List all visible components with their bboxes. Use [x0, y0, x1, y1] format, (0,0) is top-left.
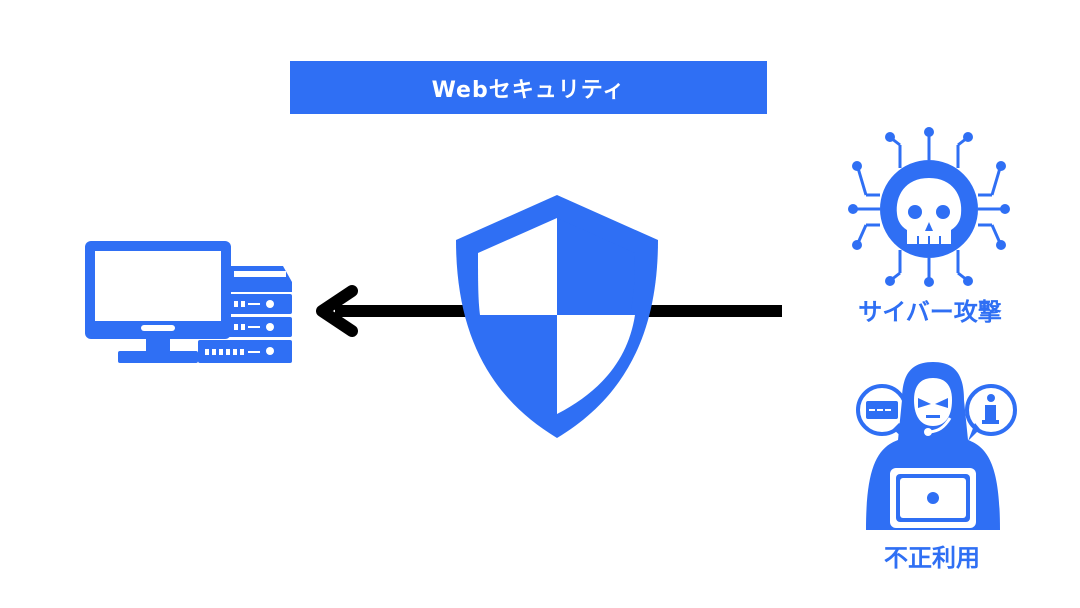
diagram-title: Webセキュリティ [431, 77, 626, 103]
cyber-attack-label: サイバー攻撃 [858, 298, 1002, 326]
computer-server-icon [85, 241, 292, 363]
title-banner: Webセキュリティ [290, 61, 767, 114]
skull-chip-icon [848, 127, 1010, 287]
hacker-icon [856, 362, 1017, 530]
shield-icon [456, 195, 658, 438]
info-bubble-icon [965, 384, 1017, 441]
server-rack-icon [198, 266, 292, 363]
fraud-label: 不正利用 [884, 544, 980, 572]
